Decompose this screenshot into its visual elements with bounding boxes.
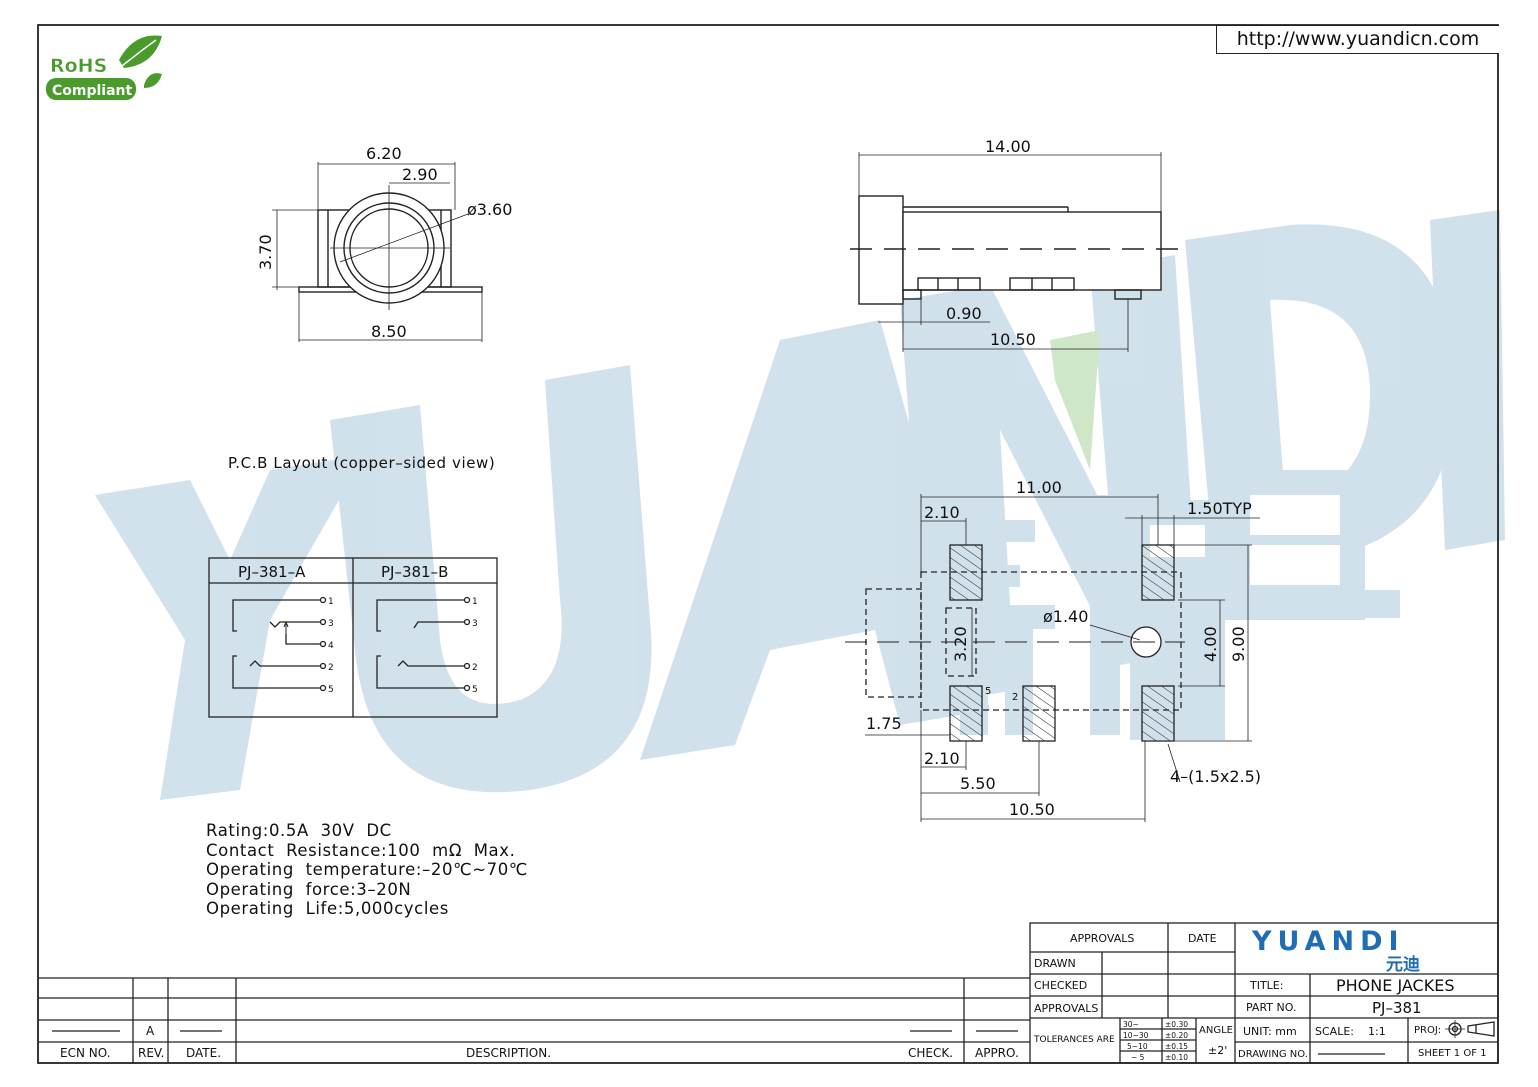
spec-rating: Rating:0.5A 30V DC <box>206 821 392 840</box>
rev-value: A <box>146 1024 155 1038</box>
front-height: 3.70 <box>256 234 275 270</box>
pcb-left-offset-top: 2.10 <box>924 503 960 522</box>
schematic-col-a: PJ–381–A <box>238 563 306 581</box>
tol-range-3: 5~10 <box>1127 1042 1148 1051</box>
date-header: DATE. <box>186 1046 221 1060</box>
tol-value-2: ±0.20 <box>1165 1031 1188 1040</box>
side-length: 14.00 <box>985 137 1031 156</box>
title-label: TITLE: <box>1249 979 1283 992</box>
pin-b-5: 5 <box>472 685 478 695</box>
side-pin: 0.90 <box>946 304 982 323</box>
approvals-header: APPROVALS <box>1070 932 1134 945</box>
tol-value-3: ±0.15 <box>1165 1042 1188 1051</box>
approvals-label: APPROVALS <box>1034 1002 1098 1015</box>
pcb-total: 10.50 <box>1009 800 1055 819</box>
side-view <box>850 152 1180 352</box>
drawn-label: DRAWN <box>1034 957 1076 970</box>
revision-block <box>38 977 1030 1063</box>
specifications: Rating:0.5A 30V DC Contact Resistance:10… <box>206 821 528 919</box>
pin-b-3: 3 <box>472 619 478 629</box>
pcb-outer-height: 9.00 <box>1229 626 1248 662</box>
rohs-badge: RoHS Compliant <box>44 30 164 102</box>
part-value: PJ–381 <box>1372 999 1422 1017</box>
front-offset: 2.90 <box>402 165 438 184</box>
proj-label: PROJ: <box>1414 1025 1441 1036</box>
title-block <box>1029 922 1499 1064</box>
description-header: DESCRIPTION. <box>466 1046 551 1060</box>
pcb-pad-width: 1.50TYP <box>1187 499 1252 518</box>
pcb-title: P.C.B Layout (copper–sided view) <box>228 454 495 472</box>
rev-header: REV. <box>138 1046 164 1060</box>
pcb-left-offset-bottom: 2.10 <box>924 749 960 768</box>
pin-5-label: 5 <box>985 686 991 697</box>
brand-logo-cn: 元迪 <box>1386 954 1420 975</box>
brand-logo: YUANDI <box>1251 926 1405 957</box>
schematic-table <box>208 557 498 718</box>
pcb-layout <box>845 494 1260 822</box>
pcb-width: 11.00 <box>1016 478 1062 497</box>
pcb-center-gap: 3.20 <box>951 626 970 662</box>
checked-label: CHECKED <box>1034 979 1087 992</box>
check-header: CHECK. <box>908 1046 953 1060</box>
website-url: http://www.yuandicn.com <box>1216 25 1499 54</box>
spec-contact-resistance: Contact Resistance:100 mΩ Max. <box>206 840 516 860</box>
tol-value-4: ±0.10 <box>1165 1053 1188 1062</box>
tolerances-label: TOLERANCES ARE <box>1033 1035 1115 1045</box>
pin-a-3: 3 <box>328 619 334 629</box>
ecn-no-header: ECN NO. <box>60 1046 111 1060</box>
spec-life: Operating Life:5,000cycles <box>206 899 449 919</box>
side-span: 10.50 <box>990 330 1036 349</box>
pin-b-1: 1 <box>472 597 478 607</box>
pcb-side-offset: 1.75 <box>866 714 902 733</box>
pcb-hole: ø1.40 <box>1043 607 1088 626</box>
pin-a-1: 1 <box>328 597 334 607</box>
pin-b-2: 2 <box>472 663 478 673</box>
pin-2-label: 2 <box>1012 692 1018 703</box>
tol-range-4: ~ 5 <box>1131 1053 1145 1062</box>
spec-temperature: Operating temperature:–20℃~70℃ <box>206 860 528 880</box>
front-diameter: ø3.60 <box>467 200 512 219</box>
pin-a-4: 4 <box>328 641 334 651</box>
angle-label: ANGLE <box>1199 1025 1233 1036</box>
date-column-header: DATE <box>1188 932 1217 945</box>
front-view <box>272 162 483 342</box>
scale-label: SCALE: <box>1315 1025 1354 1038</box>
unit-label: UNIT: mm <box>1243 1025 1297 1038</box>
angle-value: ±2' <box>1208 1044 1227 1057</box>
sheet-label: SHEET 1 OF 1 <box>1418 1048 1487 1059</box>
tol-range-1: 30~ <box>1123 1020 1139 1029</box>
title-value: PHONE JACKES <box>1336 976 1454 995</box>
tol-value-1: ±0.30 <box>1165 1020 1188 1029</box>
compliant-text: Compliant <box>52 83 133 99</box>
tol-range-2: 10~30 <box>1123 1031 1149 1040</box>
leaf-icon: RoHS Compliant <box>46 35 162 100</box>
rohs-text: RoHS <box>50 55 107 77</box>
pcb-inner-height: 4.00 <box>1201 626 1220 662</box>
part-label: PART NO. <box>1246 1001 1296 1014</box>
pin-a-5: 5 <box>328 685 334 695</box>
pcb-mid-offset: 5.50 <box>960 774 996 793</box>
front-width-top: 6.20 <box>366 144 402 163</box>
pin-a-2: 2 <box>328 663 334 673</box>
spec-force: Operating force:3–20N <box>206 879 412 899</box>
front-width-bottom: 8.50 <box>371 322 407 341</box>
scale-value: 1:1 <box>1368 1025 1386 1038</box>
schematic-col-b: PJ–381–B <box>381 563 448 581</box>
appro-header: APPRO. <box>975 1046 1019 1060</box>
drawing-no-label: DRAWING NO. <box>1238 1049 1308 1060</box>
pcb-pads-note: 4–(1.5x2.5) <box>1170 767 1261 786</box>
